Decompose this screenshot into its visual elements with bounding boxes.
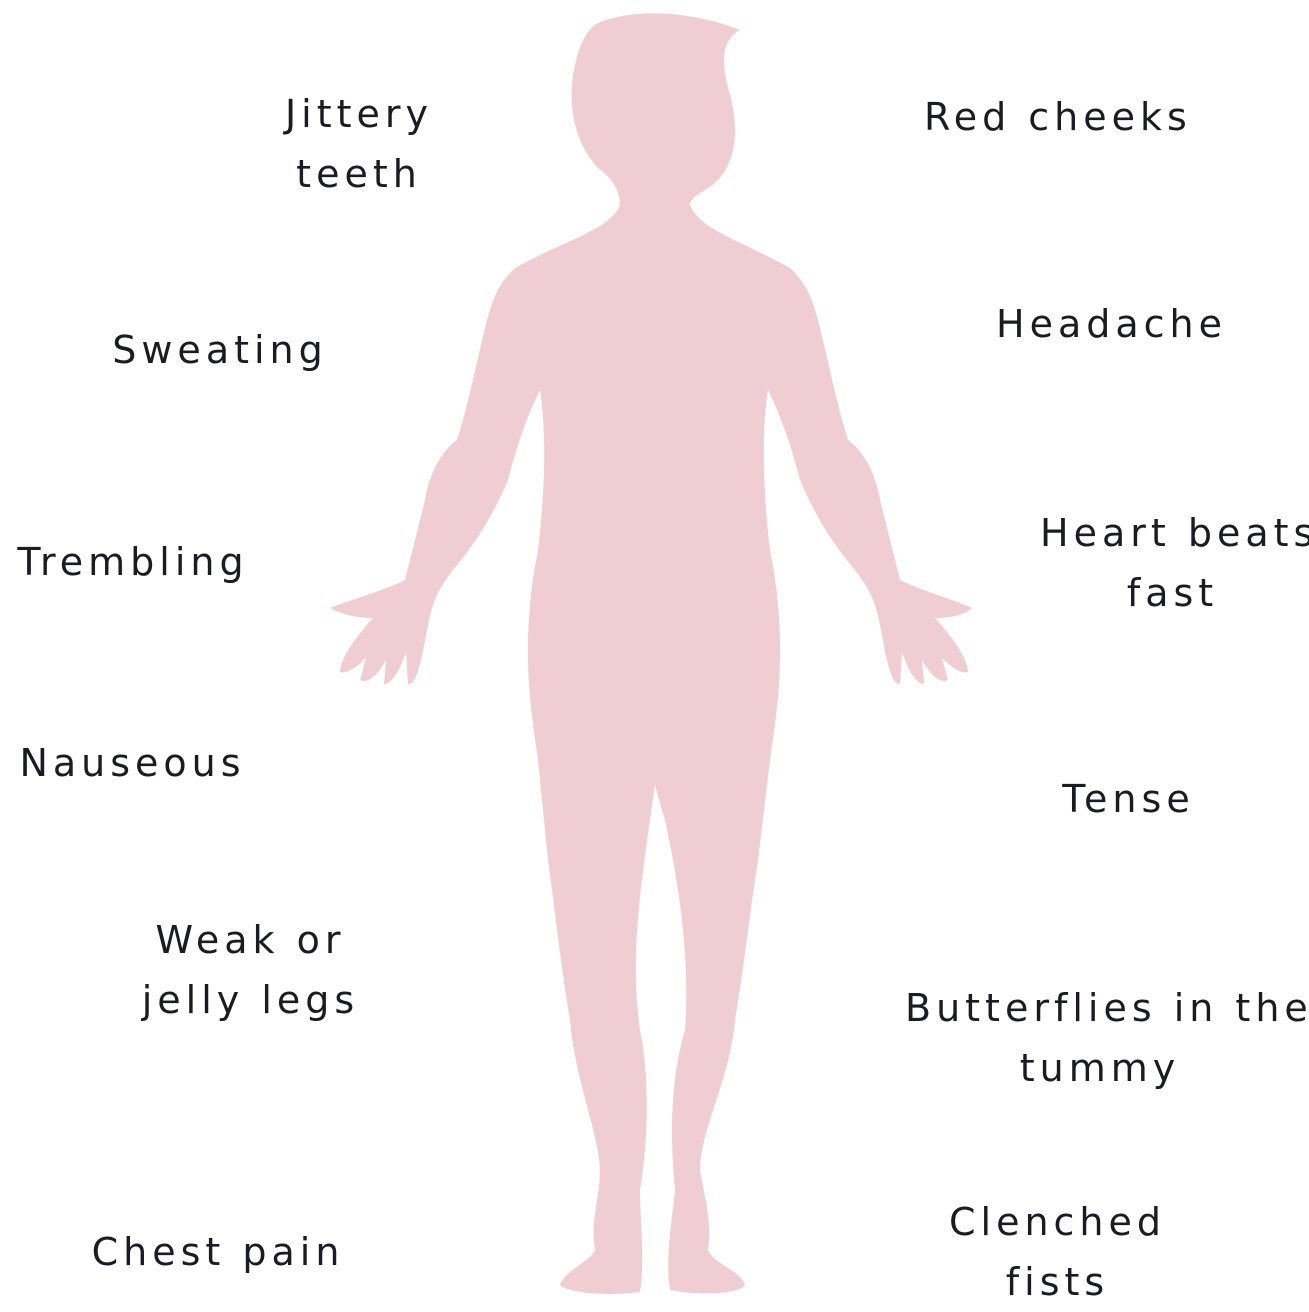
head-silhouette	[572, 13, 740, 214]
label-jittery-teeth: Jittery teeth	[254, 84, 464, 204]
label-weak-legs: Weak or jelly legs	[118, 910, 383, 1030]
label-sweating: Sweating	[100, 320, 340, 380]
label-chest-pain: Chest pain	[78, 1222, 358, 1282]
torso-silhouette	[330, 205, 972, 1294]
label-butterflies: Butterflies in the tummy	[905, 978, 1295, 1098]
label-tense: Tense	[1056, 769, 1201, 829]
label-trembling: Trembling	[8, 532, 258, 592]
label-nauseous: Nauseous	[10, 733, 255, 793]
label-headache: Headache	[996, 294, 1216, 354]
label-red-cheeks: Red cheeks	[924, 87, 1189, 147]
label-heart-beats-fast: Heart beats fast	[1040, 503, 1305, 623]
label-clenched-fists: Clenched fists	[945, 1192, 1170, 1312]
